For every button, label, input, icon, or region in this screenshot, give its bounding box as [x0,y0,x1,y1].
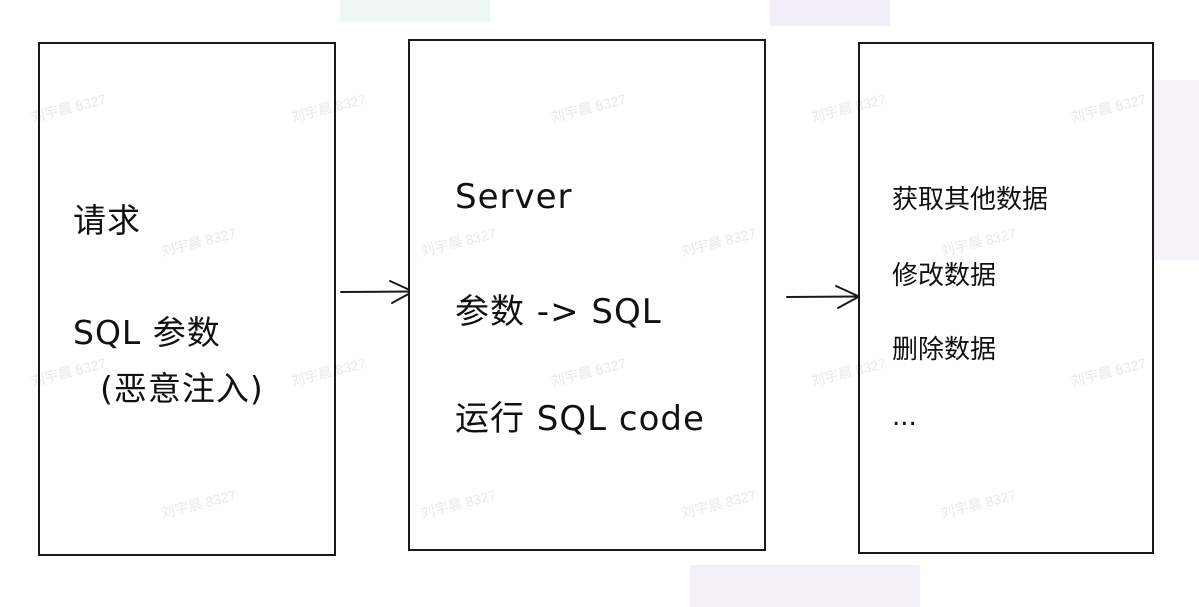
server-title: Server [455,177,573,217]
server-params-to-sql: 参数 -> SQL [455,292,662,332]
effect-item: 修改数据 [892,261,997,291]
effect-item: 获取其他数据 [892,185,1049,215]
server-run-sql-code: 运行 SQL code [455,399,705,439]
effect-item: ... [892,402,917,432]
request-sql-params: SQL 参数 [73,313,221,352]
effects-box: 获取其他数据 修改数据 删除数据 ... [858,42,1154,554]
effect-item: 删除数据 [892,335,997,365]
request-title: 请求 [73,201,141,240]
server-box: Server 参数 -> SQL 运行 SQL code [408,39,766,551]
arrow-server-to-effects [786,285,860,309]
request-malicious-injection: (恶意注入) [100,369,264,408]
request-box: 请求 SQL 参数 (恶意注入) [38,42,336,556]
